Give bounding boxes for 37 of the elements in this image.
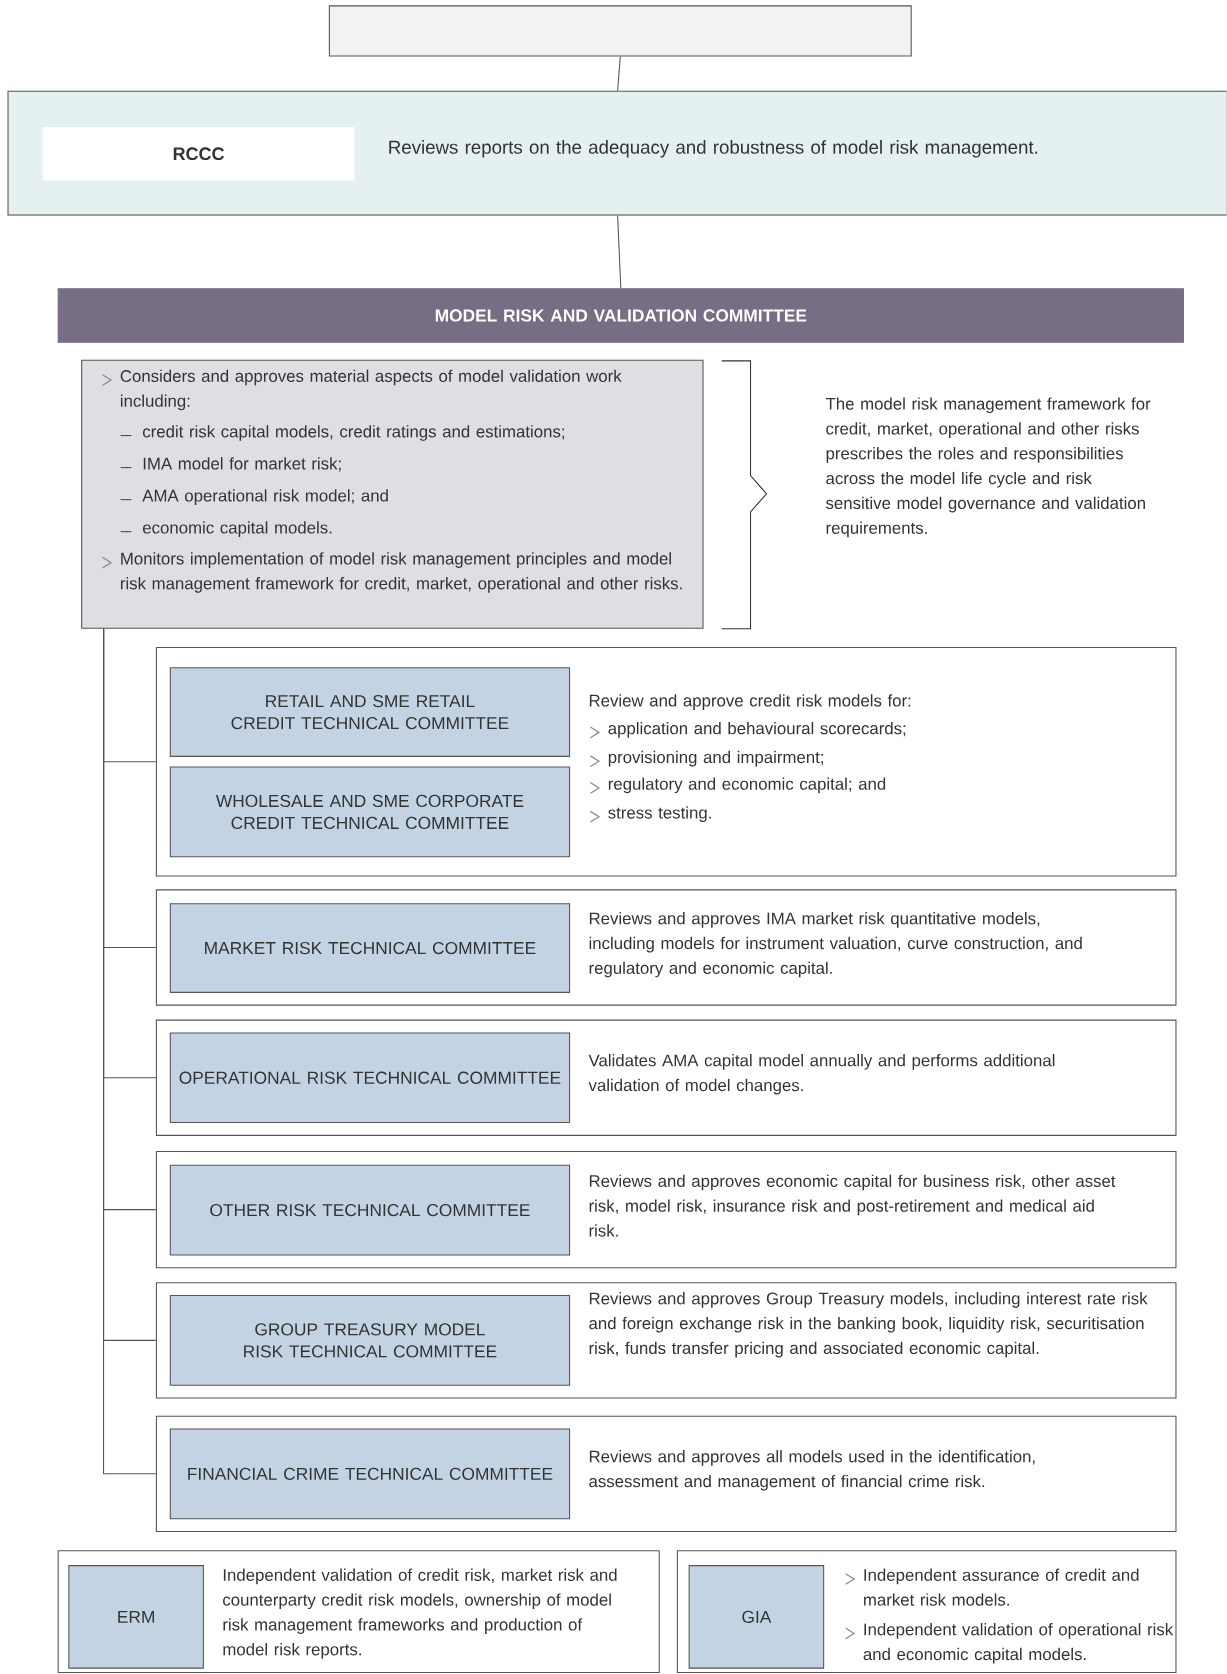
list-item: Independent validation of operational risk and economic capital models.	[845, 1623, 1174, 1664]
list-item: economic capital models.	[120, 521, 332, 537]
committee-box: GROUP TREASURY MODEL RISK TECHNICAL COMMITTEE	[169, 1295, 571, 1386]
responsibility-box	[81, 359, 704, 629]
connector-line	[103, 628, 157, 1475]
connector-line	[617, 56, 621, 92]
description-text: Reviews and approves IMA market risk quantitative models, including models for instrument valuation, curve construction, and regulatory and economic capital.	[589, 912, 1082, 978]
list-item: Considers and approves material aspects of model validation work including:	[102, 369, 622, 411]
description-text: Reviews reports on the adequacy and robustness of model risk management.	[389, 140, 1038, 158]
committee-box: OPERATIONAL RISK TECHNICAL COMMITTEE	[169, 1032, 571, 1124]
committee-box: MARKET RISK TECHNICAL COMMITTEE	[169, 903, 571, 993]
header-bar: MODEL RISK AND VALIDATION COMMITTEE	[57, 288, 1185, 343]
committee-box: FINANCIAL CRIME TECHNICAL COMMITTEE	[169, 1428, 571, 1520]
committee-box: GIA	[688, 1565, 825, 1669]
list-item: application and behavioural scorecards;	[589, 722, 906, 739]
connector-line	[617, 215, 622, 289]
list-item: IMA model for market risk;	[120, 457, 341, 472]
list-item: Monitors implementation of model risk management principles and model risk management framework for credit, market, operational and other risks.	[102, 552, 682, 593]
list-item: regulatory and economic capital; and	[589, 777, 886, 794]
board-box	[329, 5, 912, 57]
list-item: stress testing.	[589, 806, 711, 823]
description-text: Reviews and approves all models used in the identification, assessment and management of financial crime risk.	[589, 1450, 1035, 1491]
list-item: credit risk capital models, credit ratings and estimations;	[120, 425, 565, 441]
committee-box: RCCC	[42, 127, 355, 181]
committee-box: ERM	[68, 1565, 205, 1669]
committee-box: WHOLESALE AND SME CORPORATE CREDIT TECHNICAL COMMITTEE	[169, 766, 571, 858]
list-item: AMA operational risk model; and	[120, 489, 388, 505]
list-item: provisioning and impairment;	[589, 750, 824, 768]
description-text: Reviews and approves economic capital for business risk, other asset risk, model risk, insurance risk and post-retirement and medical aid risk.	[589, 1174, 1116, 1237]
committee-box: RETAIL AND SME RETAIL CREDIT TECHNICAL COMMITTEE	[169, 667, 571, 757]
description-text: Validates AMA capital model annually and performs additional validation of model changes.	[588, 1054, 1055, 1095]
description-text: Independent validation of credit risk, market risk and counterparty credit risk models, ownership of model risk management frameworks and production of model risk reports.	[223, 1568, 617, 1659]
description-text: Review and approve credit risk models for:	[590, 694, 911, 710]
committee-box: OTHER RISK TECHNICAL COMMITTEE	[169, 1164, 571, 1256]
list-item: Independent assurance of credit and market risk models.	[845, 1568, 1139, 1606]
note-text: The model risk management framework for credit, market, operational and other risks prescribes the roles and responsibilities across the model life cycle and risk sensitive model governance and validation requirements.	[826, 397, 1151, 538]
description-text: Reviews and approves Group Treasury models, including interest rate risk and foreign exchange risk in the banking book, liquidity risk, securitisation risk, funds transfer pricing and associated economic capital.	[589, 1292, 1148, 1358]
